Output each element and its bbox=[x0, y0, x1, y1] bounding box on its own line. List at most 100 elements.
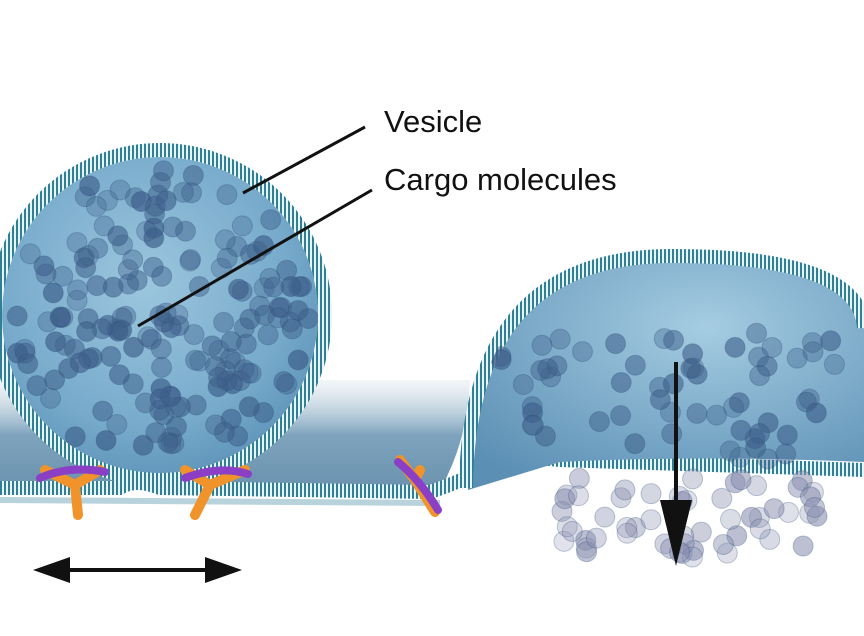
cargo-molecule bbox=[722, 396, 744, 418]
cargo-molecule bbox=[728, 392, 750, 414]
cargo-molecule bbox=[776, 424, 798, 446]
cargo-molecule bbox=[165, 416, 187, 438]
cargo-molecule bbox=[522, 402, 544, 424]
cargo-molecule bbox=[26, 375, 48, 397]
cargo-molecule bbox=[610, 371, 632, 393]
cargo-molecule bbox=[172, 181, 194, 203]
cargo-molecule bbox=[594, 506, 616, 528]
cargo-molecule bbox=[287, 349, 309, 371]
cargo-molecule bbox=[208, 339, 230, 361]
cargo-molecule bbox=[183, 324, 205, 346]
cargo-molecule bbox=[149, 388, 171, 410]
cargo-molecule bbox=[160, 317, 182, 339]
cargo-molecule bbox=[208, 366, 230, 388]
cargo-molecule bbox=[761, 336, 783, 358]
cargo-molecule bbox=[92, 400, 114, 422]
cargo-molecule bbox=[554, 488, 576, 510]
cargo-molecule bbox=[254, 304, 276, 326]
double-headed-arrow-icon bbox=[33, 557, 242, 583]
cargo-molecule bbox=[605, 333, 627, 355]
cargo-molecule bbox=[66, 289, 88, 311]
cargo-molecule bbox=[151, 265, 173, 287]
fused-vesicle-membrane bbox=[459, 248, 864, 489]
cargo-molecule bbox=[19, 243, 41, 265]
cargo-molecule bbox=[257, 324, 279, 346]
cargo-molecule bbox=[213, 311, 235, 333]
cargo-molecules-label: Cargo molecules bbox=[384, 162, 617, 197]
cargo-molecule bbox=[537, 358, 559, 380]
cargo-molecule bbox=[571, 341, 593, 363]
cargo-molecule bbox=[749, 365, 771, 387]
cargo-molecule bbox=[716, 542, 738, 564]
cargo-molecule bbox=[553, 530, 575, 552]
cargo-molecule bbox=[730, 419, 752, 441]
cargo-molecule bbox=[152, 160, 174, 182]
cargo-molecule bbox=[549, 328, 571, 350]
cargo-molecule bbox=[75, 257, 97, 279]
cargo-molecule bbox=[820, 330, 842, 352]
cargo-molecule bbox=[167, 304, 189, 326]
cargo-molecule bbox=[155, 190, 177, 212]
cargo-molecule bbox=[123, 336, 145, 358]
cargo-molecule bbox=[624, 433, 646, 455]
cargo-molecule bbox=[109, 179, 131, 201]
cargo-molecule bbox=[686, 402, 708, 424]
cargo-molecule bbox=[106, 413, 128, 435]
cargo-molecule bbox=[719, 440, 741, 462]
cargo-molecule bbox=[151, 356, 173, 378]
cargo-molecule bbox=[281, 318, 303, 340]
cargo-molecule bbox=[64, 426, 86, 448]
cargo-molecule bbox=[711, 487, 733, 509]
cargo-molecule bbox=[649, 389, 671, 411]
cargo-molecule bbox=[682, 539, 704, 561]
cargo-molecule bbox=[233, 359, 255, 381]
cargo-molecule bbox=[756, 355, 778, 377]
cargo-molecule bbox=[216, 247, 238, 269]
cargo-molecule bbox=[33, 255, 55, 277]
cargo-molecule bbox=[297, 307, 318, 329]
cargo-molecule bbox=[276, 373, 298, 395]
cargo-molecule bbox=[205, 414, 227, 436]
cargo-molecule bbox=[653, 328, 675, 350]
cargo-molecule bbox=[534, 425, 556, 447]
cargo-molecule bbox=[226, 236, 248, 258]
cargo-molecule bbox=[150, 338, 172, 360]
vesicle-leader-line bbox=[242, 125, 366, 195]
cargo-molecule bbox=[100, 345, 122, 367]
cargo-molecule bbox=[759, 528, 781, 550]
cargo-molecule bbox=[231, 215, 253, 237]
cargo-molecule bbox=[616, 522, 638, 544]
cargo-molecule bbox=[150, 171, 172, 193]
cargo-molecule bbox=[823, 353, 845, 375]
cargo-molecule bbox=[706, 404, 728, 426]
fused-vesicle bbox=[468, 258, 864, 490]
cargo-molecule bbox=[624, 517, 646, 539]
down-arrow-icon bbox=[660, 362, 692, 566]
cargo-molecule bbox=[588, 411, 610, 433]
cargo-molecule bbox=[786, 347, 808, 369]
cargo-molecule bbox=[79, 175, 101, 197]
cargo-molecule bbox=[240, 362, 262, 384]
cargo-molecule bbox=[180, 249, 202, 271]
cargo-molecule bbox=[238, 396, 260, 418]
cargo-molecule bbox=[791, 470, 813, 492]
cargo-molecule bbox=[157, 431, 179, 453]
cargo-molecule bbox=[224, 351, 246, 373]
cargo-molecule bbox=[253, 277, 275, 299]
cargo-molecule bbox=[111, 319, 133, 341]
cargo-molecule bbox=[213, 421, 235, 443]
cargo-molecule bbox=[174, 220, 196, 242]
cargo-molecule bbox=[6, 305, 28, 327]
cargo-molecule bbox=[86, 275, 108, 297]
cargo-molecule bbox=[45, 331, 67, 353]
cargo-molecule bbox=[219, 348, 241, 370]
snare-protein bbox=[394, 455, 442, 517]
cargo-molecule bbox=[69, 352, 91, 374]
cargo-molecule bbox=[66, 231, 88, 253]
cargo-molecule bbox=[712, 533, 734, 555]
cargo-molecule bbox=[610, 405, 632, 427]
cargo-molecule bbox=[137, 326, 159, 348]
cargo-molecule bbox=[95, 429, 117, 451]
cargo-molecule bbox=[259, 267, 281, 289]
cargo-molecule bbox=[792, 535, 814, 557]
